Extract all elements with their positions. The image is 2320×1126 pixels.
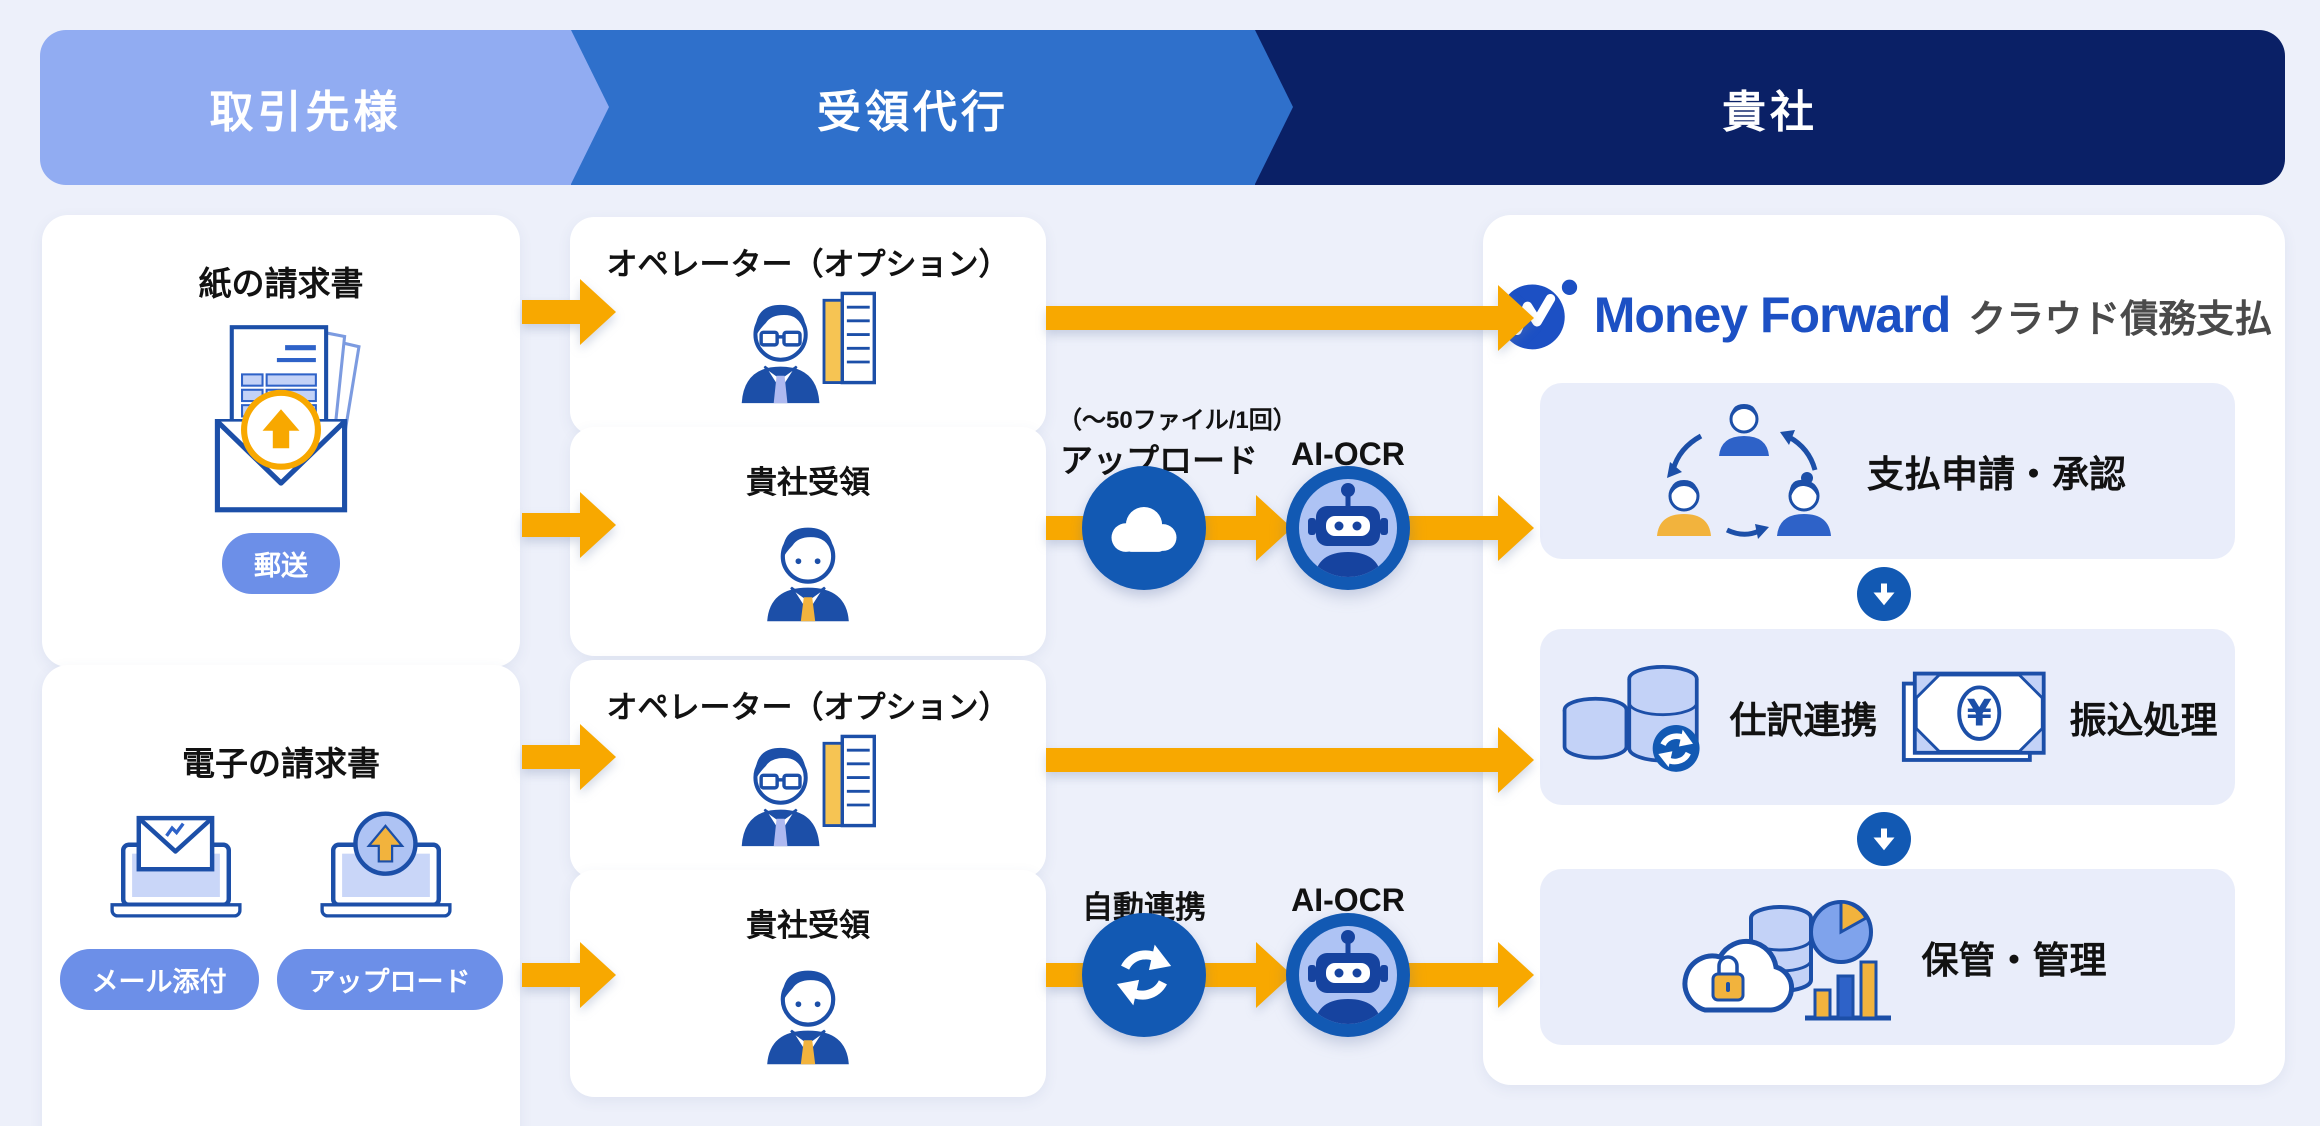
transfer-banknote-icon: ¥: [1901, 671, 2046, 762]
arrow-operator-to-product-bottom: [1046, 748, 1498, 772]
paper-invoice-card: 紙の請求書 郵送: [42, 215, 520, 667]
product-brand-row: Money Forward クラウド債務支払: [1483, 275, 2285, 355]
cloud-upload-icon: [1082, 466, 1206, 590]
company-receipt-card-top: 貴社受領: [570, 427, 1046, 656]
arrow-ocr-to-product-top: [1406, 516, 1498, 540]
step-storage-label: 保管・管理: [1921, 940, 2107, 981]
laptop-icons-row: [101, 811, 461, 923]
step-journal-label: 仕訳連携: [1729, 700, 1878, 741]
laptop-mail-icon: [110, 815, 242, 918]
mail-invoice-icon: [214, 325, 361, 513]
stage-header-partner-label: 取引先様: [209, 87, 402, 137]
company-receipt-card-bottom-title: 貴社受領: [746, 908, 870, 943]
electronic-badges-row: メール添付 アップロード: [59, 949, 503, 1010]
operator-card-bottom: オペレーター（オプション）: [570, 660, 1046, 878]
stage-header-partner: 取引先様: [40, 30, 609, 185]
laptop-upload-icon: [320, 811, 452, 918]
ai-ocr-label-bottom: AI-OCR: [1291, 882, 1405, 918]
receipt-person-icon: [767, 527, 849, 622]
arrow-paper-to-receipt: [522, 513, 580, 537]
ai-ocr-robot-icon: [1286, 466, 1410, 590]
arrow-upload-to-ocr: [1204, 516, 1256, 540]
step-transfer-label: 振込処理: [2069, 700, 2218, 741]
operator-person-icon: [741, 734, 876, 847]
ai-ocr-robot-icon: [1286, 913, 1410, 1037]
electronic-invoice-title: 電子の請求書: [182, 745, 380, 782]
stage-header-company-label: 貴社: [1722, 87, 1818, 137]
operator-card-top-title: オペレーター（オプション）: [606, 247, 1010, 282]
auto-link-sync-icon: [1082, 913, 1206, 1037]
arrow-paper-to-operator: [522, 300, 580, 324]
arrow-elec-to-operator: [522, 745, 580, 769]
journal-database-icon: [1562, 664, 1700, 772]
storage-management-icon: [1681, 899, 1891, 1020]
paper-invoice-title: 紙の請求書: [198, 265, 364, 302]
step-journal-transfer-card: 仕訳連携 ¥ 振込処理: [1540, 629, 2235, 805]
svg-text:¥: ¥: [1966, 692, 1991, 735]
ai-ocr-label-top: AI-OCR: [1291, 436, 1405, 472]
upload-badge: アップロード: [276, 949, 503, 1010]
stage-header-agency-label: 受領代行: [817, 87, 1009, 137]
upload-limit-note: （～50ファイル/1回）: [1058, 407, 1297, 434]
receipt-person-icon: [767, 970, 849, 1065]
brand-wordmark: Money Forward: [1593, 287, 1951, 343]
electronic-invoice-card: 電子の請求書 メール添付 アップロード: [42, 665, 520, 1126]
brand-product-name: クラウド債務支払: [1968, 298, 2273, 341]
approval-people-cycle-icon: [1657, 404, 1831, 539]
step-approval-label: 支払申請・承認: [1867, 454, 2126, 495]
down-arrow-icon: [1857, 567, 1911, 621]
arrow-elec-to-receipt: [522, 963, 580, 987]
company-receipt-card-top-title: 貴社受領: [746, 465, 870, 500]
step-approval-card: 支払申請・承認: [1540, 383, 2235, 559]
stage-header-agency: 受領代行: [571, 30, 1293, 185]
step-storage-card: 保管・管理: [1540, 869, 2235, 1045]
arrow-operator-to-product-top: [1046, 306, 1498, 330]
down-arrow-icon: [1857, 812, 1911, 866]
company-product-panel: Money Forward クラウド債務支払: [1483, 215, 2285, 1085]
operator-card-top: オペレーター（オプション）: [570, 217, 1046, 435]
operator-person-icon: [741, 291, 876, 404]
stage-header-company: 貴社: [1255, 30, 2285, 185]
company-receipt-card-bottom: 貴社受領: [570, 870, 1046, 1097]
arrow-autolink-to-ocr: [1204, 963, 1256, 987]
arrow-ocr-to-product-bottom: [1406, 963, 1498, 987]
mail-attach-badge: メール添付: [59, 949, 259, 1010]
operator-card-bottom-title: オペレーター（オプション）: [606, 690, 1010, 725]
postal-badge: 郵送: [222, 533, 340, 594]
